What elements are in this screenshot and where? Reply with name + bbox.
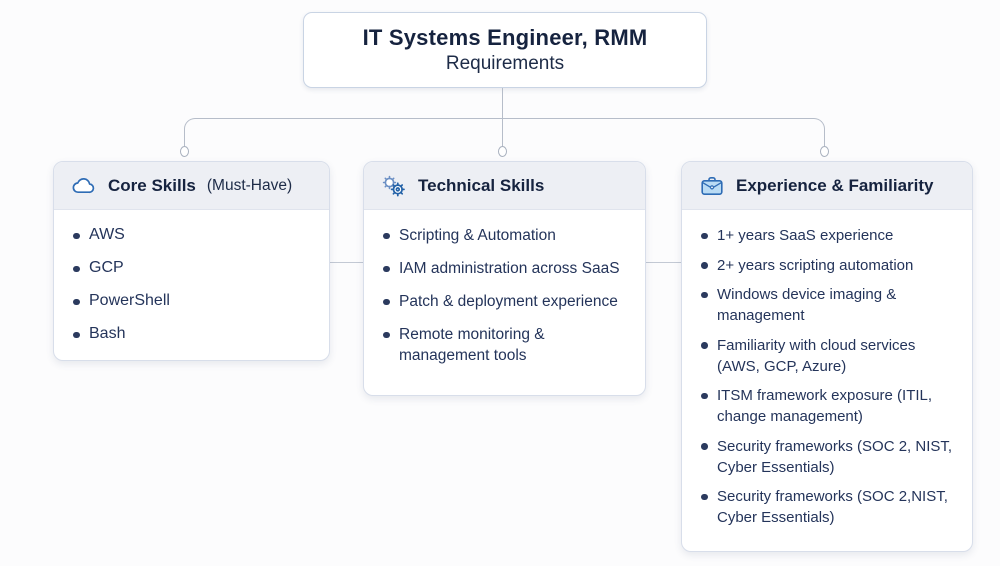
list-item: Security frameworks (SOC 2,NIST, Cyber E… bbox=[698, 486, 958, 528]
card-title: Core Skills bbox=[108, 175, 196, 195]
card-title: Technical Skills bbox=[418, 175, 545, 195]
card-technical-skills-header: Technical Skills bbox=[364, 162, 645, 210]
card-core-skills-header: Core Skills (Must-Have) bbox=[54, 162, 329, 210]
card-core-skills-list: AWS GCP PowerShell Bash bbox=[54, 210, 329, 360]
connector-bracket bbox=[184, 118, 825, 147]
cloud-icon bbox=[72, 177, 95, 193]
card-technical-skills: Technical Skills Scripting & Automation … bbox=[363, 161, 646, 396]
list-item: Familiarity with cloud services (AWS, GC… bbox=[698, 335, 958, 377]
title-node: IT Systems Engineer, RMM Requirements bbox=[303, 12, 707, 88]
list-item: Scripting & Automation bbox=[380, 225, 631, 246]
card-title: Experience & Familiarity bbox=[736, 175, 934, 195]
list-item: 1+ years SaaS experience bbox=[698, 225, 958, 246]
card-core-skills: Core Skills (Must-Have) AWS GCP PowerShe… bbox=[53, 161, 330, 361]
connector-terminal-center bbox=[498, 146, 507, 157]
connector-vertical-line bbox=[502, 88, 503, 147]
connector-terminal-left bbox=[180, 146, 189, 157]
list-item: Security frameworks (SOC 2, NIST, Cyber … bbox=[698, 436, 958, 478]
card-experience-familiarity-list: 1+ years SaaS experience 2+ years script… bbox=[682, 210, 972, 549]
card-technical-skills-list: Scripting & Automation IAM administratio… bbox=[364, 210, 645, 390]
list-item: Patch & deployment experience bbox=[380, 291, 631, 312]
gears-icon bbox=[382, 175, 405, 196]
list-item: Bash bbox=[70, 324, 315, 344]
list-item: GCP bbox=[70, 258, 315, 278]
connector-terminal-right bbox=[820, 146, 829, 157]
list-item: 2+ years scripting automation bbox=[698, 255, 958, 276]
list-item: PowerShell bbox=[70, 291, 315, 311]
card-experience-familiarity-header: Experience & Familiarity bbox=[682, 162, 972, 210]
diagram-title: IT Systems Engineer, RMM bbox=[362, 25, 648, 50]
card-title-suffix: (Must-Have) bbox=[206, 176, 293, 194]
connector-card1-card2 bbox=[330, 262, 363, 263]
list-item: Remote monitoring & management tools bbox=[380, 324, 631, 366]
list-item: ITSM framework exposure (ITIL, change ma… bbox=[698, 385, 958, 427]
diagram-subtitle: Requirements bbox=[445, 53, 565, 74]
connector-card2-card3 bbox=[646, 262, 681, 263]
list-item: AWS bbox=[70, 225, 315, 245]
briefcase-icon bbox=[701, 176, 723, 195]
list-item: Windows device imaging & management bbox=[698, 284, 958, 326]
card-experience-familiarity: Experience & Familiarity 1+ years SaaS e… bbox=[681, 161, 973, 552]
list-item: IAM administration across SaaS bbox=[380, 258, 631, 279]
